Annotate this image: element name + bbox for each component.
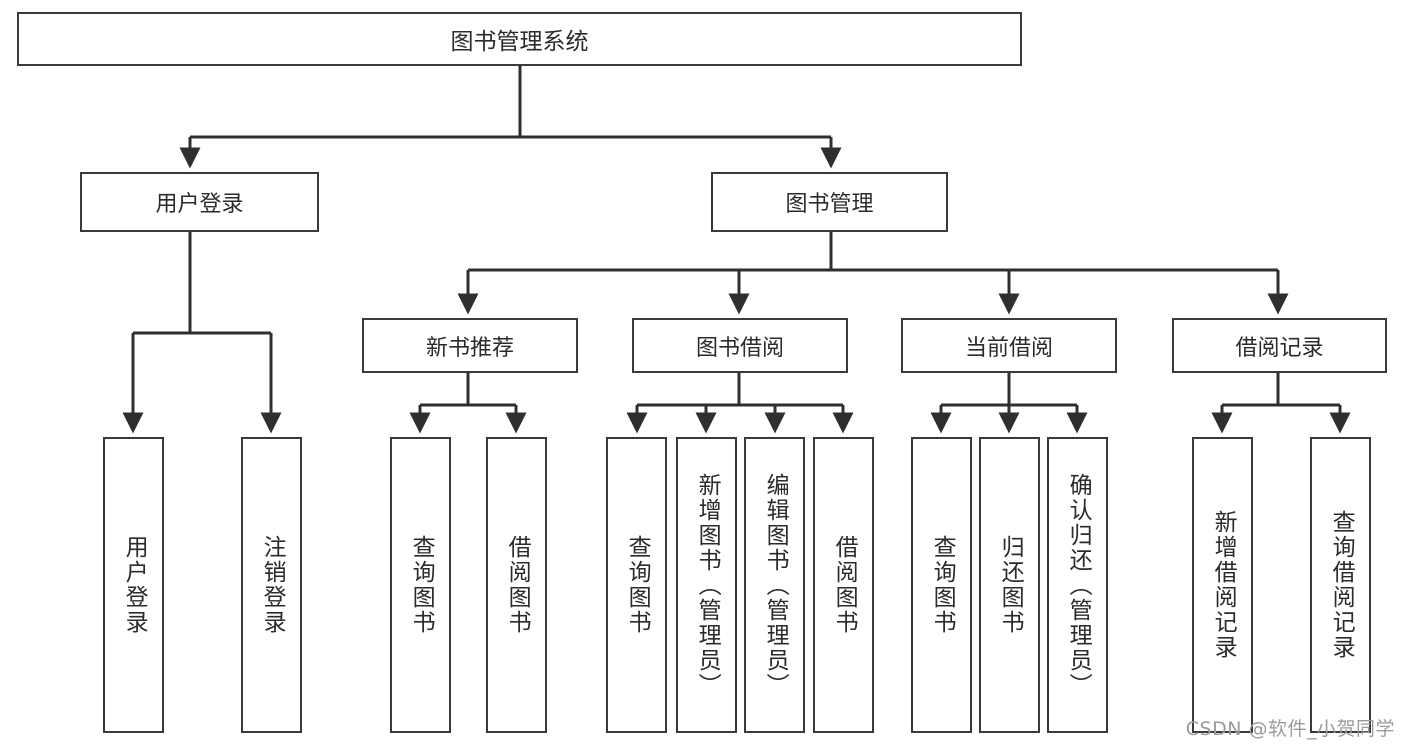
leaf-return-book-label: 归还图书 [997, 535, 1024, 635]
leaf-confirm-return-label: 确认归还（管理员） [1065, 472, 1092, 698]
node-root-label: 图书管理系统 [450, 29, 589, 55]
leaf-borrow-book-1[interactable]: 借阅图书 [486, 437, 547, 733]
node-root[interactable]: 图书管理系统 [17, 12, 1022, 66]
leaf-add-record-label: 新增借阅记录 [1210, 510, 1237, 660]
leaf-query-record-label: 查询借阅记录 [1328, 510, 1355, 660]
node-user-login[interactable]: 用户登录 [80, 172, 319, 232]
leaf-query-book-3-label: 查询图书 [929, 535, 956, 635]
leaf-query-book-1-label: 查询图书 [408, 535, 435, 635]
leaf-query-record[interactable]: 查询借阅记录 [1310, 437, 1371, 733]
leaf-user-login-label: 用户登录 [121, 535, 148, 635]
node-current-borrow[interactable]: 当前借阅 [901, 318, 1117, 373]
leaf-user-logout[interactable]: 注销登录 [241, 437, 302, 733]
leaf-borrow-book-2[interactable]: 借阅图书 [813, 437, 874, 733]
leaf-user-logout-label: 注销登录 [259, 535, 286, 635]
leaf-return-book[interactable]: 归还图书 [979, 437, 1040, 733]
leaf-query-book-3[interactable]: 查询图书 [911, 437, 972, 733]
leaf-query-book-2-label: 查询图书 [624, 535, 651, 635]
leaf-add-record[interactable]: 新增借阅记录 [1192, 437, 1253, 733]
node-user-login-label: 用户登录 [155, 192, 244, 217]
leaf-user-login[interactable]: 用户登录 [103, 437, 164, 733]
node-book-management-label: 图书管理 [785, 192, 874, 217]
leaf-edit-book[interactable]: 编辑图书（管理员） [744, 437, 805, 733]
leaf-edit-book-label: 编辑图书（管理员） [762, 472, 789, 698]
leaf-query-book-2[interactable]: 查询图书 [606, 437, 667, 733]
node-book-borrow[interactable]: 图书借阅 [632, 318, 848, 373]
node-borrow-record-label: 借阅记录 [1235, 335, 1324, 361]
leaf-query-book-1[interactable]: 查询图书 [390, 437, 451, 733]
node-book-borrow-label: 图书借阅 [695, 335, 784, 361]
node-current-borrow-label: 当前借阅 [964, 335, 1053, 361]
node-new-book-recommend[interactable]: 新书推荐 [362, 318, 578, 373]
leaf-borrow-book-2-label: 借阅图书 [831, 535, 858, 635]
leaf-add-book-label: 新增图书（管理员） [694, 472, 721, 698]
node-borrow-record[interactable]: 借阅记录 [1172, 318, 1387, 373]
leaf-confirm-return[interactable]: 确认归还（管理员） [1047, 437, 1108, 733]
csdn-watermark: CSDN @软件_小贺同学 [1185, 718, 1395, 740]
leaf-add-book[interactable]: 新增图书（管理员） [676, 437, 737, 733]
node-new-book-recommend-label: 新书推荐 [425, 335, 514, 361]
leaf-borrow-book-1-label: 借阅图书 [504, 535, 531, 635]
node-book-management[interactable]: 图书管理 [711, 172, 948, 232]
